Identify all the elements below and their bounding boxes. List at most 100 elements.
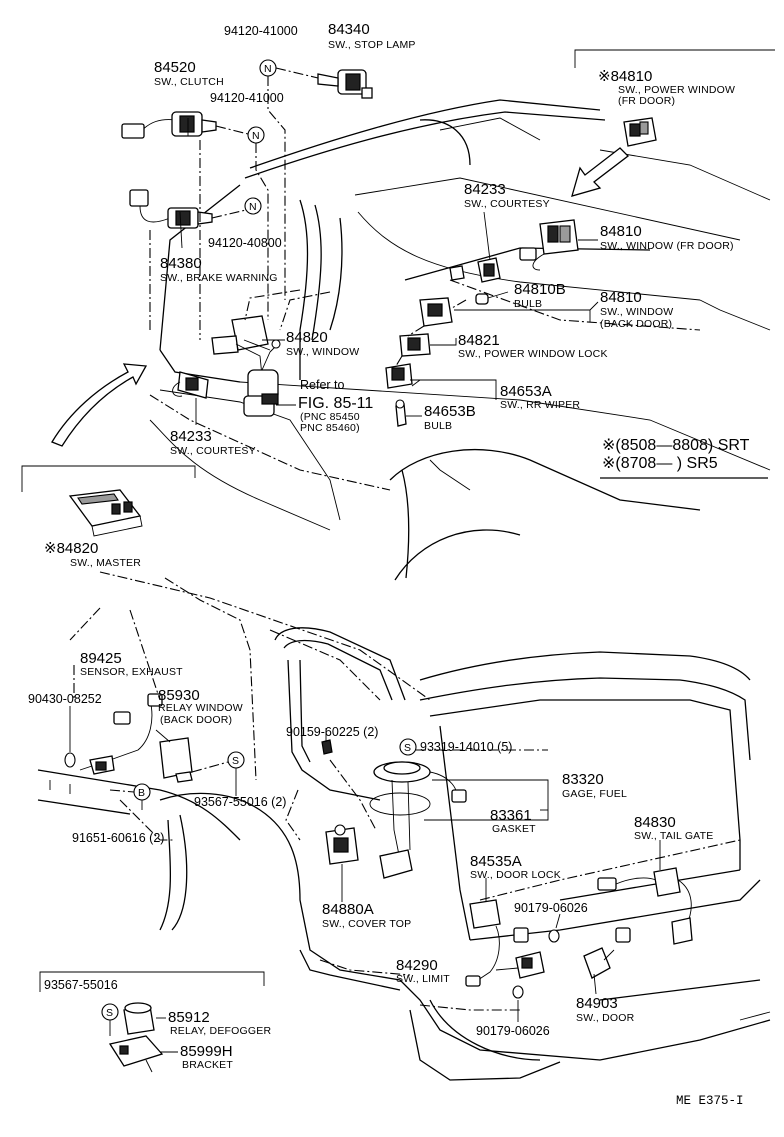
svg-text:83361: 83361 bbox=[490, 807, 532, 824]
svg-text:90179-06026: 90179-06026 bbox=[514, 901, 588, 915]
label-84821: 84821 SW., POWER WINDOW LOCK bbox=[458, 332, 608, 360]
top-leaders bbox=[149, 67, 599, 425]
master-switch-icon bbox=[68, 489, 143, 537]
label-93319: 93319-14010 (5) bbox=[420, 740, 512, 754]
label-90430: 90430-08252 bbox=[28, 692, 102, 706]
svg-text:84810: 84810 bbox=[600, 289, 642, 306]
window-switch-fr-door-icon bbox=[519, 219, 579, 271]
door-switch-icon bbox=[583, 927, 631, 979]
label-84903: 84903 SW., DOOR bbox=[576, 995, 634, 1024]
svg-text:84380: 84380 bbox=[160, 255, 202, 272]
svg-text:SW., RR WIPER: SW., RR WIPER bbox=[500, 399, 580, 411]
label-84830: 84830 SW., TAIL GATE bbox=[634, 814, 713, 842]
cover-top-switch-icon bbox=[325, 824, 359, 865]
svg-text:90179-06026: 90179-06026 bbox=[476, 1024, 550, 1038]
svg-text:(PNC 85450: (PNC 85450 bbox=[300, 411, 360, 423]
svg-text:RELAY WINDOW: RELAY WINDOW bbox=[158, 702, 243, 714]
fuel-gage-icon bbox=[369, 761, 467, 879]
s-badge-relay-defogger: S bbox=[101, 1003, 119, 1021]
label-89425: 89425 SENSOR, EXHAUST bbox=[80, 650, 183, 678]
svg-text:84653B: 84653B bbox=[424, 403, 476, 420]
b-badge-sensor: B bbox=[133, 783, 151, 801]
label-84520: 84520 SW., CLUTCH bbox=[154, 59, 224, 88]
courtesy-switch-left-icon bbox=[172, 371, 209, 399]
svg-text:※84820: ※84820 bbox=[44, 540, 98, 557]
label-refer: Refer to FIG. 85-11 (PNC 85450 PNC 85460… bbox=[298, 378, 373, 434]
limit-switch-icon bbox=[515, 951, 545, 979]
frame-fr-door bbox=[574, 49, 775, 68]
label-93567-a: 93567-55016 (2) bbox=[194, 795, 286, 809]
svg-text:84653A: 84653A bbox=[500, 383, 552, 400]
svg-text:SW., DOOR LOCK: SW., DOOR LOCK bbox=[470, 869, 561, 881]
svg-text:Refer to: Refer to bbox=[300, 378, 345, 392]
stop-lamp-switch-icon bbox=[317, 69, 373, 99]
s-badge-relay: S bbox=[227, 751, 245, 769]
svg-text:SW., TAIL GATE: SW., TAIL GATE bbox=[634, 830, 713, 842]
svg-text:BULB: BULB bbox=[424, 420, 452, 432]
label-90159: 90159-60225 (2) bbox=[286, 725, 378, 739]
svg-text:94120-41000: 94120-41000 bbox=[224, 24, 298, 38]
svg-text:FIG. 85-11: FIG. 85-11 bbox=[298, 395, 373, 412]
svg-text:SW., COURTESY: SW., COURTESY bbox=[170, 445, 256, 457]
label-83361: 83361 GASKET bbox=[490, 807, 536, 835]
label-84820-master: ※84820 SW., MASTER bbox=[44, 540, 141, 569]
svg-text:84830: 84830 bbox=[634, 814, 676, 831]
svg-text:94120-40800: 94120-40800 bbox=[208, 236, 282, 250]
bulb-84653b-icon bbox=[395, 399, 407, 427]
arrow-to-fr-door-icon bbox=[571, 147, 629, 197]
power-window-lock-switch-icon bbox=[399, 333, 431, 357]
svg-text:B: B bbox=[138, 787, 145, 799]
svg-text:S: S bbox=[404, 742, 411, 754]
svg-text:90159-60225 (2): 90159-60225 (2) bbox=[286, 725, 378, 739]
svg-text:BRACKET: BRACKET bbox=[182, 1059, 233, 1071]
svg-text:SENSOR, EXHAUST: SENSOR, EXHAUST bbox=[80, 666, 183, 678]
label-85999h: 85999H BRACKET bbox=[180, 1043, 233, 1071]
svg-text:85912: 85912 bbox=[168, 1009, 210, 1026]
svg-text:84810B: 84810B bbox=[514, 281, 566, 298]
tail-gate-switch-icon bbox=[597, 867, 693, 945]
label-94120-40800: 94120-40800 bbox=[208, 236, 282, 250]
label-83320: 83320 GAGE, FUEL bbox=[562, 771, 627, 800]
label-94120-41000-a: 94120-41000 bbox=[224, 24, 298, 38]
svg-text:SW., COVER TOP: SW., COVER TOP bbox=[322, 918, 411, 930]
frame-master bbox=[21, 465, 196, 492]
svg-text:SW., POWER WINDOW LOCK: SW., POWER WINDOW LOCK bbox=[458, 348, 608, 360]
svg-text:(BACK DOOR): (BACK DOOR) bbox=[160, 714, 232, 726]
svg-text:90430-08252: 90430-08252 bbox=[28, 692, 102, 706]
label-84233-right: 84233 SW., COURTESY bbox=[464, 181, 550, 210]
bulb-84810b-icon bbox=[475, 293, 489, 305]
lower-body-outline bbox=[37, 571, 771, 1081]
s-badge-fuel: S bbox=[399, 738, 417, 756]
label-84810b: 84810B BULB bbox=[514, 281, 566, 310]
svg-text:GASKET: GASKET bbox=[492, 823, 536, 835]
svg-text:94120-41000: 94120-41000 bbox=[210, 91, 284, 105]
legend: ※(8508—8808) SRT ※(8708— ) SR5 bbox=[600, 437, 768, 479]
relay-window-back-door-icon bbox=[159, 737, 193, 783]
svg-text:93319-14010 (5): 93319-14010 (5) bbox=[420, 740, 512, 754]
svg-text:ME E375-I: ME E375-I bbox=[676, 1094, 744, 1108]
svg-text:SW., CLUTCH: SW., CLUTCH bbox=[154, 76, 224, 88]
door-lock-switch-icon bbox=[465, 899, 529, 987]
svg-text:SW., COURTESY: SW., COURTESY bbox=[464, 198, 550, 210]
svg-text:SW., MASTER: SW., MASTER bbox=[70, 557, 141, 569]
screw-90159-icon bbox=[321, 739, 333, 755]
svg-text:89425: 89425 bbox=[80, 650, 122, 667]
power-window-switch-fr-icon bbox=[623, 117, 657, 147]
svg-text:BULB: BULB bbox=[514, 298, 542, 310]
svg-text:84535A: 84535A bbox=[470, 853, 522, 870]
window-switch-icon bbox=[211, 315, 271, 377]
svg-text:91651-60616 (2): 91651-60616 (2) bbox=[72, 831, 164, 845]
upper-body-outline bbox=[149, 99, 771, 581]
clutch-switch-icon bbox=[121, 111, 217, 139]
label-84810-power-window: ※84810 SW., POWER WINDOW (FR DOOR) bbox=[598, 68, 735, 107]
label-84290: 84290 SW., LIMIT bbox=[396, 957, 450, 985]
svg-text:84810: 84810 bbox=[600, 223, 642, 240]
bracket-icon bbox=[108, 1035, 164, 1073]
svg-text:84233: 84233 bbox=[170, 428, 212, 445]
label-84535a: 84535A SW., DOOR LOCK bbox=[470, 853, 561, 881]
svg-text:SW., STOP LAMP: SW., STOP LAMP bbox=[328, 39, 416, 51]
label-84880a: 84880A SW., COVER TOP bbox=[322, 901, 411, 930]
exhaust-sensor-icon bbox=[64, 693, 163, 775]
svg-text:SW., POWER WINDOW: SW., POWER WINDOW bbox=[618, 84, 735, 96]
